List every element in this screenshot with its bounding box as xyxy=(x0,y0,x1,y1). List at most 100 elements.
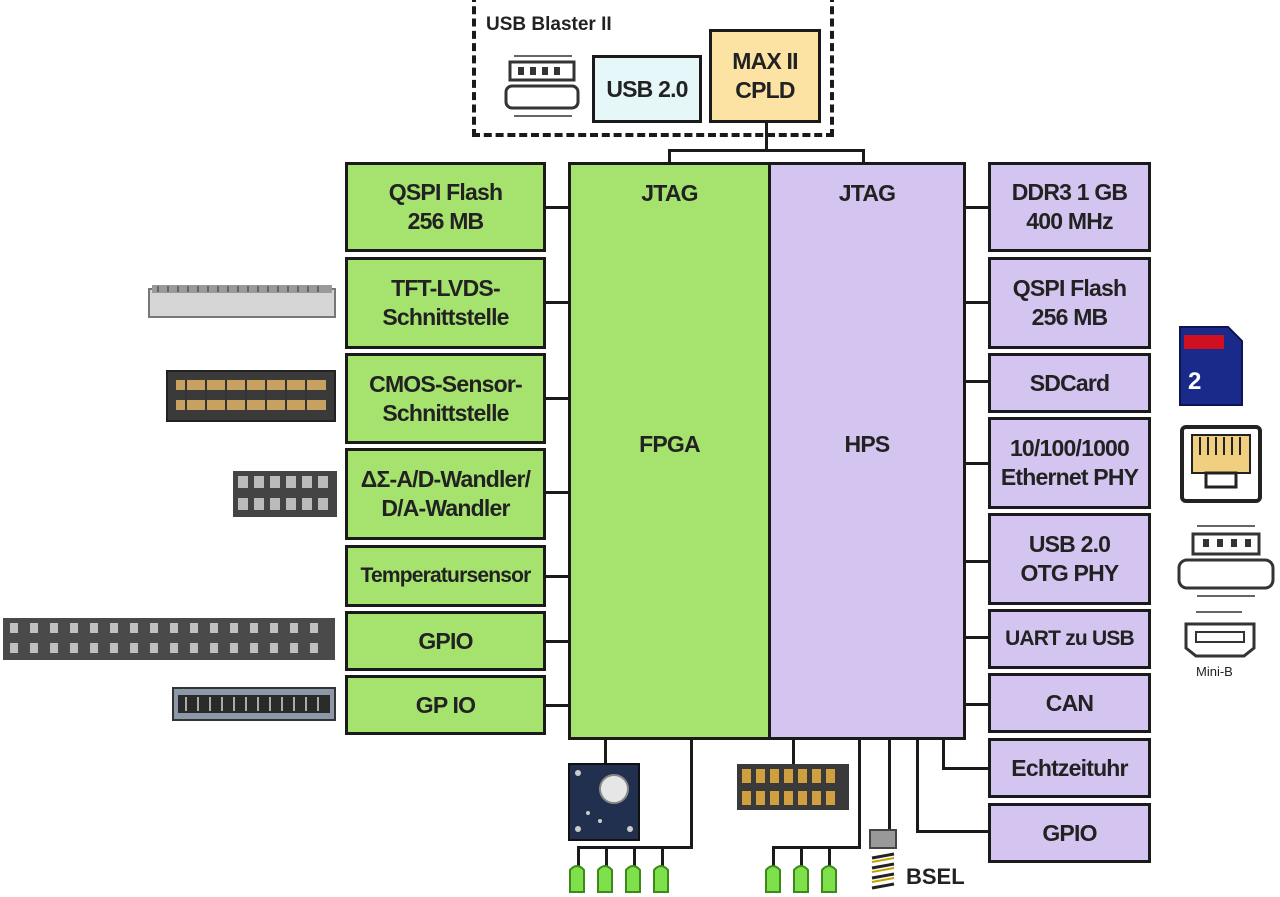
qspi-hps-line-2: 256 MB xyxy=(1031,304,1109,330)
temp-line-1: Temperatursensor xyxy=(360,563,531,587)
hps-bottom-line-3 xyxy=(888,740,891,832)
led-drop-fpga-2 xyxy=(605,846,608,866)
ethernet-line-2: Ethernet PHY xyxy=(1000,464,1139,490)
usb-blaster-title: USB Blaster II xyxy=(486,14,612,35)
hps-bottom-line-2 xyxy=(858,740,861,848)
qspi-flash-hps-block: QSPI Flash 256 MB xyxy=(988,257,1151,349)
fpga-bottom-line-2 xyxy=(690,740,693,848)
usb-2-label: USB 2.0 xyxy=(606,75,688,102)
link-left-1 xyxy=(545,301,569,304)
pushbutton-board-icon xyxy=(568,763,640,841)
adc-header-icon xyxy=(233,471,337,517)
cpld-label-2: CPLD xyxy=(735,77,795,103)
sdcard-label: SDCard xyxy=(1029,369,1110,396)
ethernet-line-1: 10/100/1000 xyxy=(1009,435,1130,462)
link-gpio-vertical xyxy=(916,740,919,833)
usb-2-box: USB 2.0 xyxy=(592,55,702,123)
led-group-hps-icon xyxy=(765,865,837,893)
led-drop-fpga-1 xyxy=(577,846,580,866)
led-drop-hps-2 xyxy=(800,846,803,866)
fpga-bottom-line-1 xyxy=(604,740,607,764)
fpga-block: JTAG FPGA xyxy=(568,162,771,740)
led-drop-fpga-3 xyxy=(633,846,636,866)
led-drop-fpga-4 xyxy=(661,846,664,866)
link-left-3 xyxy=(545,491,569,494)
ddr3-line-2: 400 MHz xyxy=(1026,208,1113,234)
ddr3-line-1: DDR3 1 GB xyxy=(1011,179,1128,206)
temperature-sensor-block: Temperatursensor xyxy=(345,545,546,607)
cmos-line-2: Schnittstelle xyxy=(382,399,509,426)
tft-lvds-block: TFT-LVDS- Schnittstelle xyxy=(345,257,546,349)
can-label: CAN xyxy=(1045,689,1094,716)
qspi-flash-fpga-block: QSPI Flash 256 MB xyxy=(345,162,546,252)
link-left-5 xyxy=(545,640,569,643)
link-right-5 xyxy=(965,636,990,639)
hps-block: JTAG HPS xyxy=(768,162,966,740)
gpio-left-2-label: GP IO xyxy=(415,691,476,718)
link-gpio-horizontal xyxy=(916,830,990,833)
qspi-hps-line-1: QSPI Flash xyxy=(1012,275,1127,302)
tft-line-1: TFT-LVDS- xyxy=(391,275,500,302)
link-left-4 xyxy=(545,575,569,578)
lvds-connector-icon xyxy=(148,285,336,318)
dip-switch-icon xyxy=(737,764,849,810)
adc-line-2: D/A-Wandler xyxy=(381,495,510,521)
mini-usb-icon xyxy=(1184,611,1256,658)
sdcard-block: SDCard xyxy=(988,353,1151,413)
gpio-header-long-icon xyxy=(3,618,335,660)
jtag-line-hps xyxy=(862,149,865,164)
mini-usb-label: Mini-B xyxy=(1196,664,1233,679)
usb-otg-line-1: USB 2.0 xyxy=(1028,531,1111,558)
hps-label: HPS xyxy=(844,430,891,457)
usb-connector-icon xyxy=(504,55,580,117)
sd-card-icon: 2 xyxy=(1179,326,1243,406)
bsel-label: BSEL xyxy=(906,864,965,889)
max-ii-cpld-box: MAX II CPLD xyxy=(709,29,821,123)
hps-jtag-label: JTAG xyxy=(838,180,896,206)
ethernet-jack-icon xyxy=(1180,425,1262,503)
sd-card-label: 2 xyxy=(1188,368,1201,395)
link-left-0 xyxy=(545,206,569,209)
uart-label: UART zu USB xyxy=(1005,626,1135,650)
can-block: CAN xyxy=(988,673,1151,733)
adc-line-1: ΔΣ-A/D-Wandler/ xyxy=(360,466,531,493)
gpio-left-1-label: GPIO xyxy=(418,627,473,654)
gpio-block-right: GPIO xyxy=(988,803,1151,863)
tft-line-2: Schnittstelle xyxy=(382,304,509,330)
fpga-label: FPGA xyxy=(639,430,700,457)
jtag-line-horizontal xyxy=(668,149,865,152)
bsel-switch-icon xyxy=(869,829,897,890)
usb-a-connector-icon xyxy=(1177,525,1275,597)
ethernet-phy-block: 10/100/1000 Ethernet PHY xyxy=(988,417,1151,509)
link-right-0 xyxy=(965,206,990,209)
cmos-sensor-block: CMOS-Sensor- Schnittstelle xyxy=(345,353,546,444)
led-bus-hps xyxy=(772,846,861,849)
cmos-connector-icon xyxy=(166,370,336,422)
usb-otg-phy-block: USB 2.0 OTG PHY xyxy=(988,513,1151,605)
cpld-label-1: MAX II xyxy=(732,48,798,75)
gpio-block-left-2: GP IO xyxy=(345,675,546,735)
ddr3-block: DDR3 1 GB 400 MHz xyxy=(988,162,1151,252)
link-right-2 xyxy=(965,380,990,383)
gpio-block-left-1: GPIO xyxy=(345,611,546,671)
led-drop-hps-3 xyxy=(828,846,831,866)
link-right-3 xyxy=(965,462,990,465)
adc-dac-block: ΔΣ-A/D-Wandler/ D/A-Wandler xyxy=(345,448,546,540)
rtc-label: Echtzeituhr xyxy=(1011,754,1128,781)
link-right-6 xyxy=(965,703,990,706)
cmos-line-1: CMOS-Sensor- xyxy=(369,370,523,397)
gpio-header-short-icon xyxy=(172,687,336,721)
uart-usb-block: UART zu USB xyxy=(988,609,1151,669)
led-group-fpga-icon xyxy=(569,865,669,893)
gpio-right-label: GPIO xyxy=(1042,819,1097,846)
hps-bottom-line-1 xyxy=(792,740,795,764)
jtag-line-fpga xyxy=(668,149,671,164)
link-right-4 xyxy=(965,560,990,563)
qspi-fpga-line-2: 256 MB xyxy=(407,208,485,234)
led-drop-hps-1 xyxy=(772,846,775,866)
link-rtc-vertical xyxy=(942,740,945,770)
usb-otg-line-2: OTG PHY xyxy=(1020,560,1120,586)
qspi-fpga-line-1: QSPI Flash xyxy=(388,179,503,206)
link-right-1 xyxy=(965,301,990,304)
fpga-jtag-label: JTAG xyxy=(641,180,698,206)
